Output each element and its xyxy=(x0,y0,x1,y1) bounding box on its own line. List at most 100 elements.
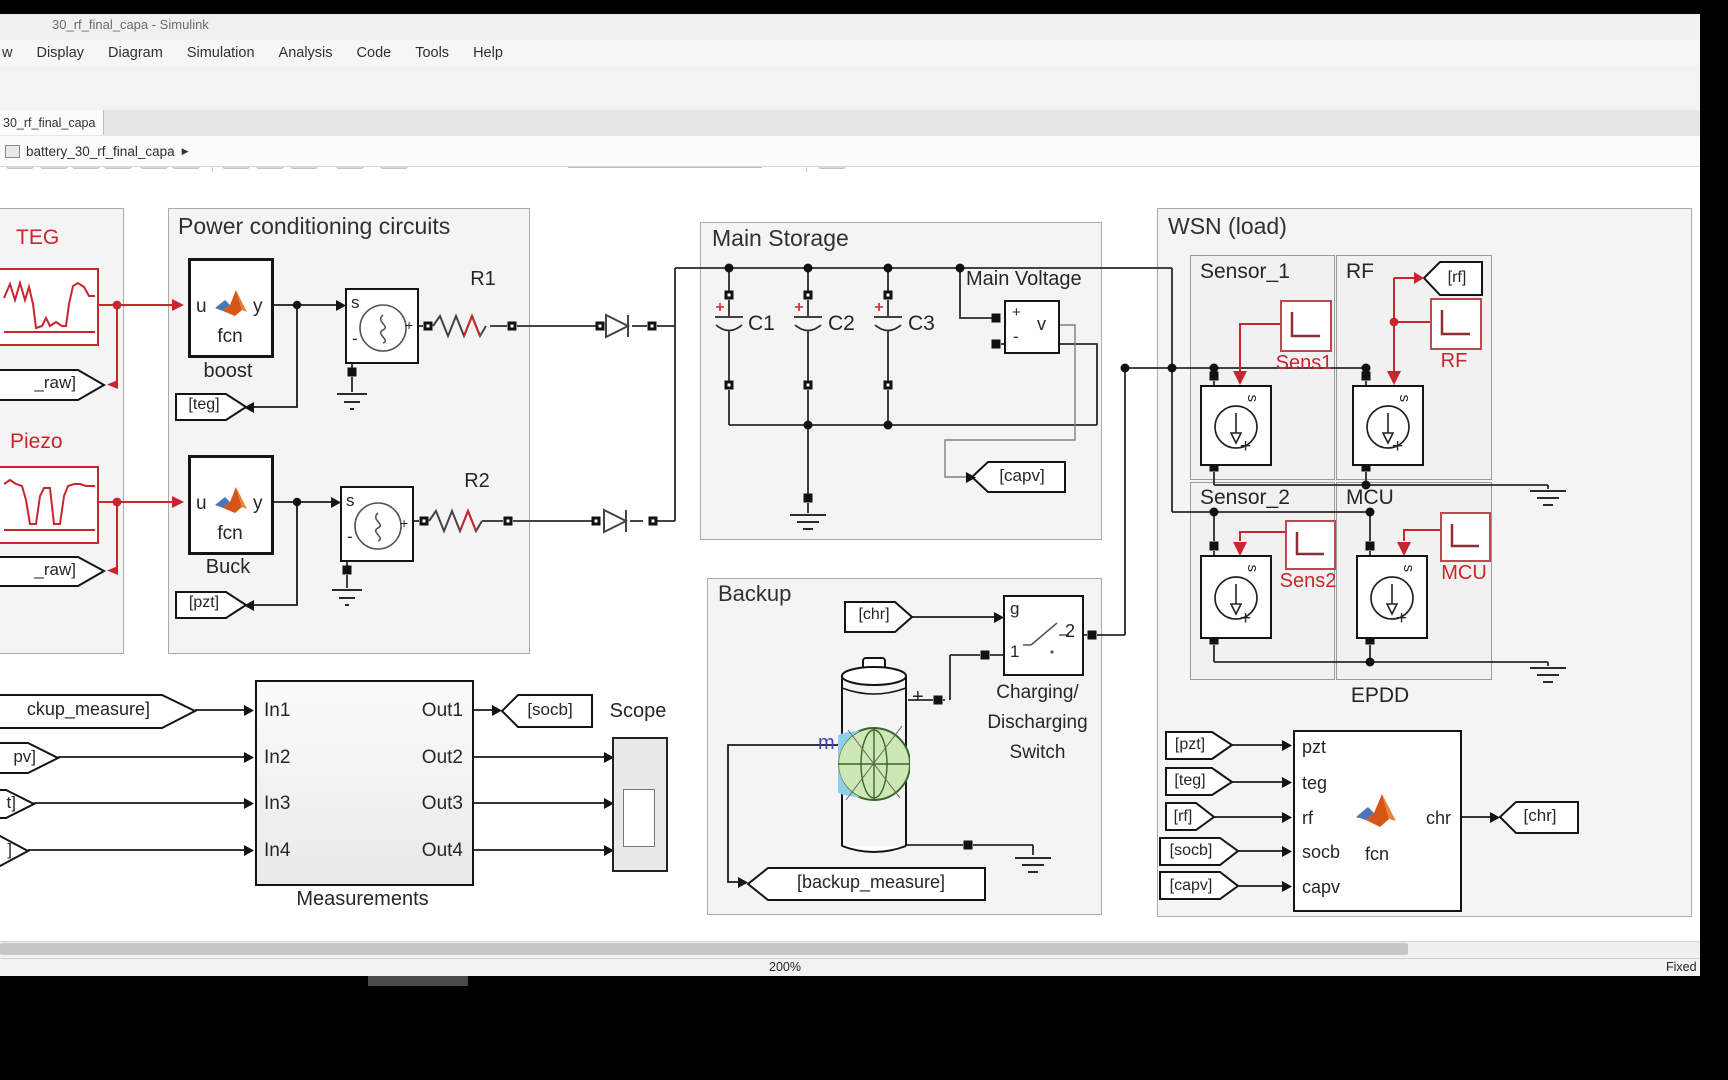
switch-port-g: g xyxy=(1010,599,1020,618)
from-pzt-meas-tag[interactable]: t] xyxy=(6,793,16,812)
toolbar: ▾ ▾ ▾ xyxy=(0,66,1728,172)
csrc-port-s: s xyxy=(1400,564,1417,573)
menu-item-simulation[interactable]: Simulation xyxy=(186,45,255,61)
buck-label: Buck xyxy=(205,556,251,578)
menu-item-diagram[interactable]: Diagram xyxy=(108,45,163,61)
fcn-port-u: u xyxy=(196,296,207,317)
voltage-source-icon xyxy=(359,304,407,352)
boost-fcn-block[interactable]: u y fcn xyxy=(188,258,274,358)
voltage-source-icon xyxy=(354,502,402,550)
switch-port-1: 1 xyxy=(1010,642,1020,661)
charging-switch-label-1: Charging/ xyxy=(996,682,1079,703)
controlled-voltage-source-1[interactable]: s + - xyxy=(345,288,419,364)
from-pzt-tag[interactable]: [pzt] xyxy=(1174,736,1206,753)
epdd-port-socb: socb xyxy=(1302,842,1341,862)
step-icon xyxy=(1295,532,1324,556)
meas-port-out3: Out3 xyxy=(421,793,463,814)
epdd-port-chr: chr xyxy=(1425,808,1451,828)
piezo-source-block[interactable] xyxy=(0,466,99,544)
epdd-port-pzt: pzt xyxy=(1302,737,1327,757)
menu-item-tools[interactable]: Tools xyxy=(415,45,450,61)
sensor2-current-source[interactable]: s + xyxy=(1200,555,1272,639)
menu-item-display[interactable]: Display xyxy=(36,45,85,61)
sens1-signal-block[interactable] xyxy=(1280,300,1332,352)
vsrc-plus: + xyxy=(405,317,414,333)
status-zoom: 200% xyxy=(769,960,801,974)
menu-item-view[interactable]: w xyxy=(2,45,13,61)
csrc-port-s: s xyxy=(1244,394,1261,403)
goto-pzt-tag[interactable]: [pzt] xyxy=(188,594,220,611)
breadcrumb-path[interactable]: battery_30_rf_final_capa xyxy=(26,143,175,159)
fcn-port-y: y xyxy=(253,296,263,317)
scope-screen xyxy=(623,789,655,847)
from-teg-meas-tag[interactable]: ] xyxy=(7,840,12,859)
goto-pzt-raw-tag[interactable]: _raw] xyxy=(34,560,76,579)
r2-label: R2 xyxy=(464,470,490,492)
menu-item-code[interactable]: Code xyxy=(356,45,392,61)
tab-model[interactable]: 30_rf_final_capa xyxy=(0,110,104,135)
scope-block[interactable] xyxy=(612,737,668,872)
switch-port-2: 2 xyxy=(1065,621,1076,641)
goto-teg-raw-tag[interactable]: _raw] xyxy=(34,373,76,392)
switch-icon xyxy=(1023,622,1069,654)
vsrc-port-s: s xyxy=(351,293,360,312)
from-rf-epdd-tag[interactable]: [rf] xyxy=(1173,808,1193,825)
csrc-port-s: s xyxy=(1396,394,1413,403)
main-voltage-label: Main Voltage xyxy=(966,268,1082,290)
scrollbar-thumb[interactable] xyxy=(0,943,1408,955)
c1-label: C1 xyxy=(748,312,775,335)
meas-port-out1: Out1 xyxy=(421,700,463,721)
current-source-icon xyxy=(1370,576,1414,620)
mcu-current-source[interactable]: s + xyxy=(1356,555,1428,639)
sensor-plus: + xyxy=(1012,304,1021,321)
rf-current-source[interactable]: s + xyxy=(1352,385,1424,466)
charging-switch-label-2: Discharging xyxy=(987,712,1088,733)
measurements-block[interactable]: In1 In2 In3 In4 Out1 Out2 Out3 Out4 xyxy=(255,680,474,886)
wsn-title: WSN (load) xyxy=(1168,213,1287,239)
epdd-title: EPDD xyxy=(1350,684,1410,707)
from-socb-tag[interactable]: [socb] xyxy=(1169,842,1213,859)
from-backup-measure-tag[interactable]: ckup_measure] xyxy=(26,699,150,719)
sens2-label: Sens2 xyxy=(1279,570,1337,592)
mcu-signal-block[interactable] xyxy=(1440,512,1491,562)
controlled-voltage-source-2[interactable]: s + - xyxy=(340,486,414,562)
epdd-fcn-block[interactable]: pzt teg rf socb capv fcn chr xyxy=(1293,730,1462,912)
goto-chr-tag[interactable]: [chr] xyxy=(1523,806,1557,825)
vsrc-port-s: s xyxy=(346,491,355,510)
goto-capv-tag[interactable]: [capv] xyxy=(999,466,1045,485)
status-solver: Fixed xyxy=(1666,960,1697,974)
rf-scope-label: RF xyxy=(1440,350,1468,372)
from-capv-meas-tag[interactable]: pv] xyxy=(13,747,36,766)
matlab-logo-icon xyxy=(215,290,247,316)
goto-backup-measure-tag[interactable]: [backup_measure] xyxy=(796,872,946,892)
charging-switch-block[interactable]: g 1 2 xyxy=(1003,595,1084,676)
meas-port-out2: Out2 xyxy=(421,747,463,768)
from-teg-tag[interactable]: [teg] xyxy=(1174,772,1206,789)
goto-teg-tag[interactable]: [teg] xyxy=(188,396,220,413)
menu-bar: w Display Diagram Simulation Analysis Co… xyxy=(0,40,1728,66)
menu-item-help[interactable]: Help xyxy=(473,45,503,61)
voltage-sensor-block[interactable]: + - v xyxy=(1004,300,1060,354)
battery-block[interactable] xyxy=(814,656,911,861)
teg-source-block[interactable] xyxy=(0,268,99,346)
from-rf-tag[interactable]: [rf] xyxy=(1447,269,1467,286)
diode-icons xyxy=(603,313,631,534)
c3-label: C3 xyxy=(908,312,935,335)
breadcrumb: battery_30_rf_final_capa ▶ xyxy=(0,136,1728,167)
fcn-label: fcn xyxy=(217,326,243,347)
fcn-label: fcn xyxy=(217,523,243,544)
step-icon xyxy=(1450,524,1479,548)
goto-socb-tag[interactable]: [socb] xyxy=(527,700,573,719)
sensor1-current-source[interactable]: s + xyxy=(1200,385,1272,466)
from-capv-tag[interactable]: [capv] xyxy=(1169,877,1213,894)
battery-icon xyxy=(814,657,911,853)
rf-signal-block[interactable] xyxy=(1430,298,1482,350)
teg-waveform xyxy=(3,279,95,333)
sens2-signal-block[interactable] xyxy=(1285,520,1336,570)
tab-bar xyxy=(0,110,1728,137)
menu-item-analysis[interactable]: Analysis xyxy=(278,45,333,61)
step-icon xyxy=(1290,312,1320,338)
buck-fcn-block[interactable]: u y fcn xyxy=(188,455,274,555)
from-chr-tag[interactable]: [chr] xyxy=(858,606,890,623)
